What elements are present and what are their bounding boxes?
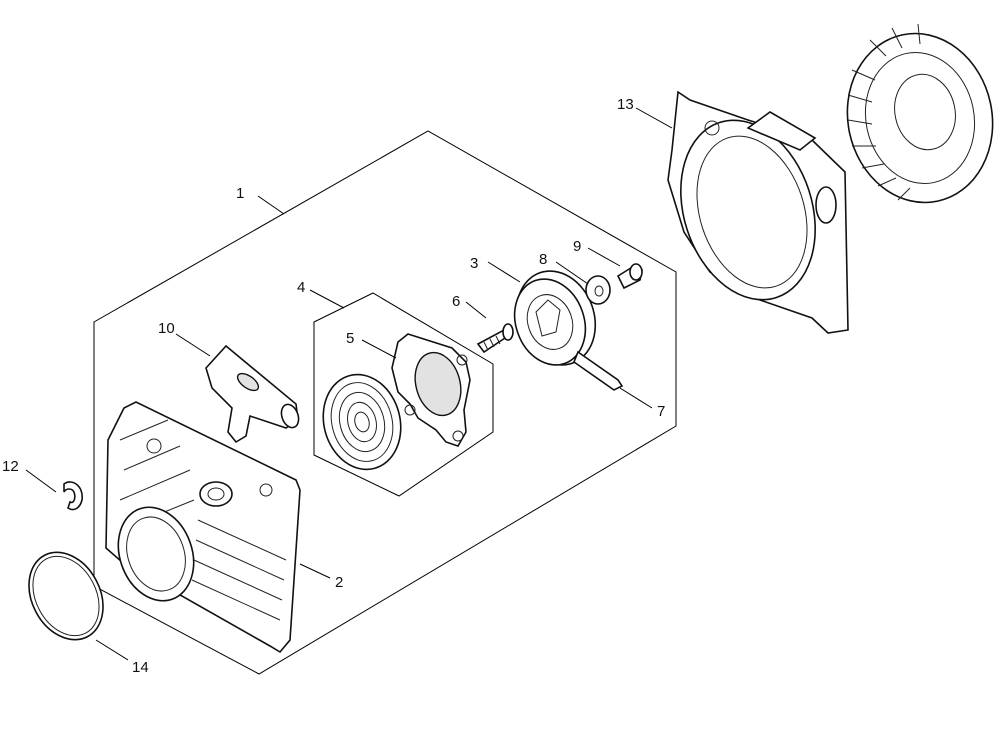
rewind-spring <box>322 373 402 471</box>
screw-part-9 <box>616 263 643 290</box>
callout-9: 9 <box>573 238 581 255</box>
callout-12: 12 <box>2 458 19 475</box>
fan-housing-part-2 <box>105 401 301 654</box>
washer-part-8 <box>585 275 611 305</box>
callout-8: 8 <box>539 251 547 268</box>
callout-10: 10 <box>158 320 175 337</box>
callout-3: 3 <box>470 255 478 272</box>
callout-6: 6 <box>452 293 460 310</box>
clip-part-12 <box>63 481 83 511</box>
callout-4: 4 <box>297 279 305 296</box>
screw-part-6 <box>476 323 514 354</box>
spring-cover-part-5 <box>391 333 471 447</box>
flywheel <box>846 23 994 204</box>
callout-7: 7 <box>657 403 665 420</box>
callout-1: 1 <box>236 185 244 202</box>
fan-housing-part-13 <box>667 90 849 334</box>
rope-rotor-part-3 <box>513 270 597 366</box>
rope-part-7 <box>573 350 624 391</box>
assembly-4-boundary <box>313 292 494 497</box>
callout-14: 14 <box>132 659 149 676</box>
callout-labels: 1 2 3 4 5 6 7 8 9 10 12 13 14 <box>2 96 665 676</box>
callout-13: 13 <box>617 96 634 113</box>
callout-2: 2 <box>335 574 343 591</box>
leader-lines <box>25 107 673 661</box>
starter-handle-part-10 <box>205 344 300 444</box>
callout-5: 5 <box>346 330 354 347</box>
screen-disc-part-14 <box>28 551 104 641</box>
